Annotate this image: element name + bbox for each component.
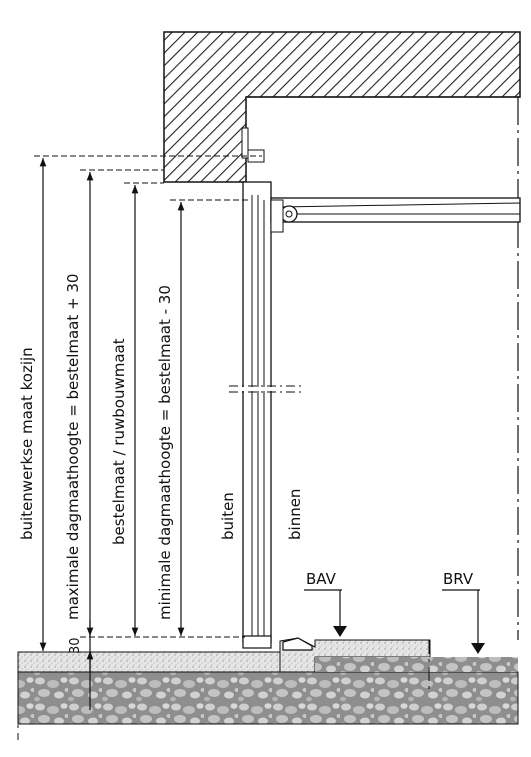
rail-roller-hub (285, 210, 293, 218)
label-max-opening: maximale dagmaathoogte = bestelmaat + 30 (64, 274, 82, 620)
threshold-profile (282, 637, 313, 651)
label-outer-frame: buitenwerkse maat kozijn (18, 347, 36, 540)
concrete-slab-right (315, 657, 518, 672)
lintel-wall (163, 31, 521, 183)
lintel-bracket (241, 127, 249, 159)
bav-triangle-icon (333, 626, 347, 637)
label-brv: BRV (443, 570, 474, 588)
brv-triangle-icon (471, 643, 485, 654)
bottom-seal (242, 635, 272, 649)
label-inside: binnen (286, 489, 304, 540)
label-min-opening: minimale dagmaathoogte = bestelmaat - 30 (156, 285, 174, 620)
top-bracket (270, 199, 284, 233)
door-frame (242, 181, 272, 643)
label-order-size: bestelmaat / ruwbouwmaat (110, 338, 128, 545)
label-30: 30 (68, 637, 83, 654)
top-rail-mid (279, 202, 521, 208)
screed-layer (17, 651, 316, 673)
top-rail (270, 197, 521, 223)
label-outside: buiten (219, 492, 237, 540)
concrete-slab (17, 671, 519, 725)
label-bav: BAV (306, 570, 337, 588)
break-gap (240, 387, 273, 391)
